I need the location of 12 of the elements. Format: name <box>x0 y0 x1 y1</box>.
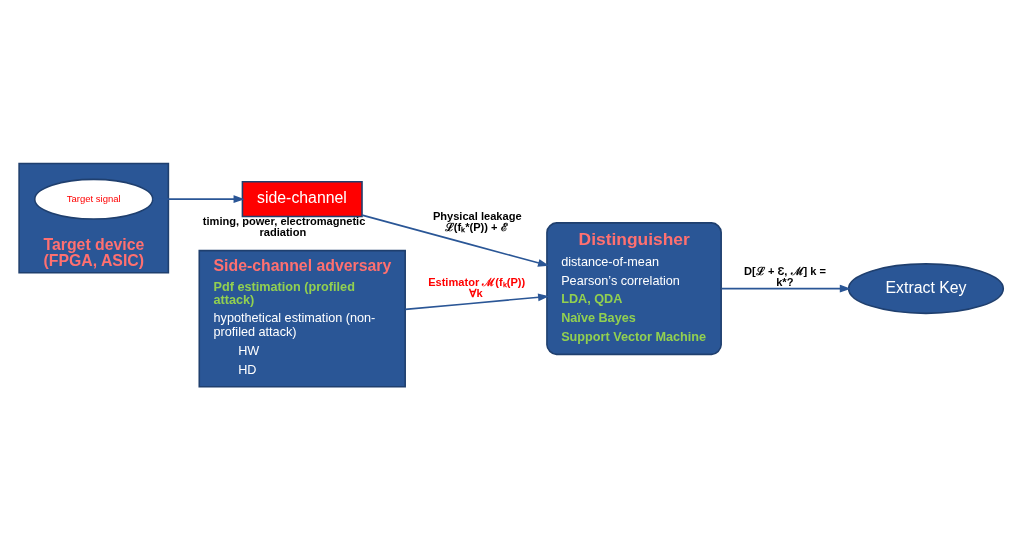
arrow <box>361 214 550 267</box>
node-ellipse: Target signal <box>33 178 154 220</box>
node-box: Distinguisher distance-of-mean Pearson’s correlation LDA, QDA Naïve Bayes Support Vector Machine <box>546 222 722 356</box>
edge-label: D[ℒ + Ɛ, ℳ] k = k*? <box>744 264 827 288</box>
node-box: side-channel <box>241 180 363 218</box>
arrow <box>151 195 245 204</box>
node-box: Side-channel adversary Pdf estimation (profiled attack) hypothetical estimation (non-profiled attack) HW HD <box>198 249 406 388</box>
arrow <box>404 293 550 311</box>
node-ellipse: Extract Key <box>847 263 1005 315</box>
arrow <box>720 284 851 293</box>
edge-label: Physical leakage ℒ(fₖ*(P)) + ℰ <box>432 209 522 233</box>
edge-label: Estimator ℳ(fₖ(P)) ∀k <box>428 275 526 299</box>
